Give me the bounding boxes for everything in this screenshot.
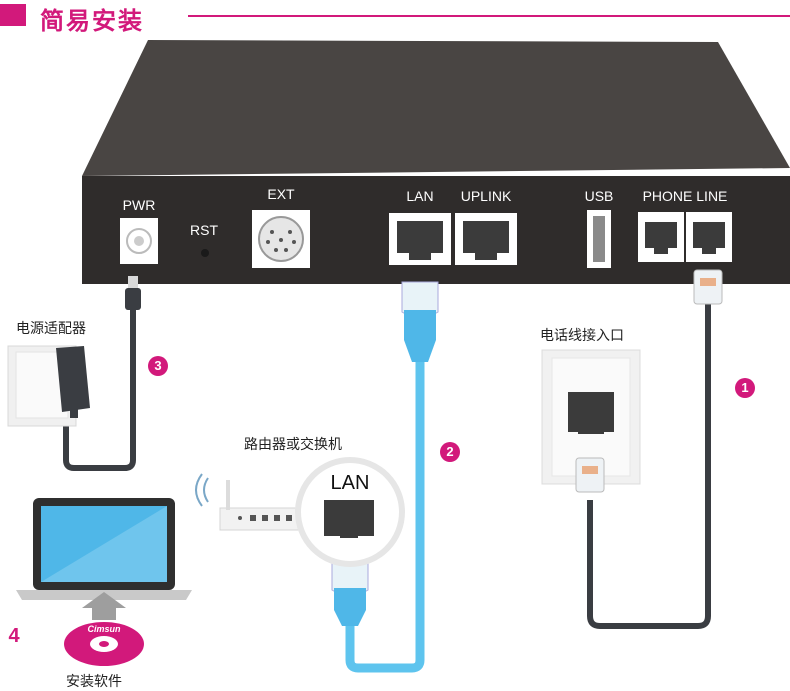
lan-port-label: LAN [406, 188, 434, 204]
ext-port-label: EXT [267, 186, 295, 202]
phone-line-port-label: PHONE LINE [642, 188, 728, 204]
step-4-badge: 4 [8, 625, 20, 647]
power-adapter-label: 电源适配器 [16, 320, 86, 336]
phone-line-entry-label: 电话线接入口 [540, 327, 624, 343]
upload-arrow [82, 592, 126, 620]
uplink-port-label: UPLINK [460, 188, 512, 204]
usb-port-label: USB [584, 188, 614, 204]
pwr-port-label: PWR [122, 197, 156, 213]
phone-cable [587, 300, 711, 629]
lan-cable [345, 360, 425, 673]
router-label: 路由器或交换机 [244, 436, 342, 452]
step-3-badge: 3 [148, 356, 168, 376]
header-accent-bar [0, 4, 26, 26]
rst-hole [201, 249, 209, 257]
install-software-label: 安装软件 [66, 673, 122, 689]
router-lan-label: LAN [330, 472, 370, 494]
software-brand: Cimsun [87, 624, 121, 634]
step-1-badge: 1 [735, 378, 755, 398]
page-title: 简易安装 [40, 8, 144, 35]
device-top-face [82, 40, 790, 176]
power-cable [63, 308, 136, 471]
header-divider [188, 15, 790, 17]
rst-label: RST [190, 222, 218, 238]
power-adapter [56, 346, 90, 412]
step-2-badge: 2 [440, 442, 460, 462]
